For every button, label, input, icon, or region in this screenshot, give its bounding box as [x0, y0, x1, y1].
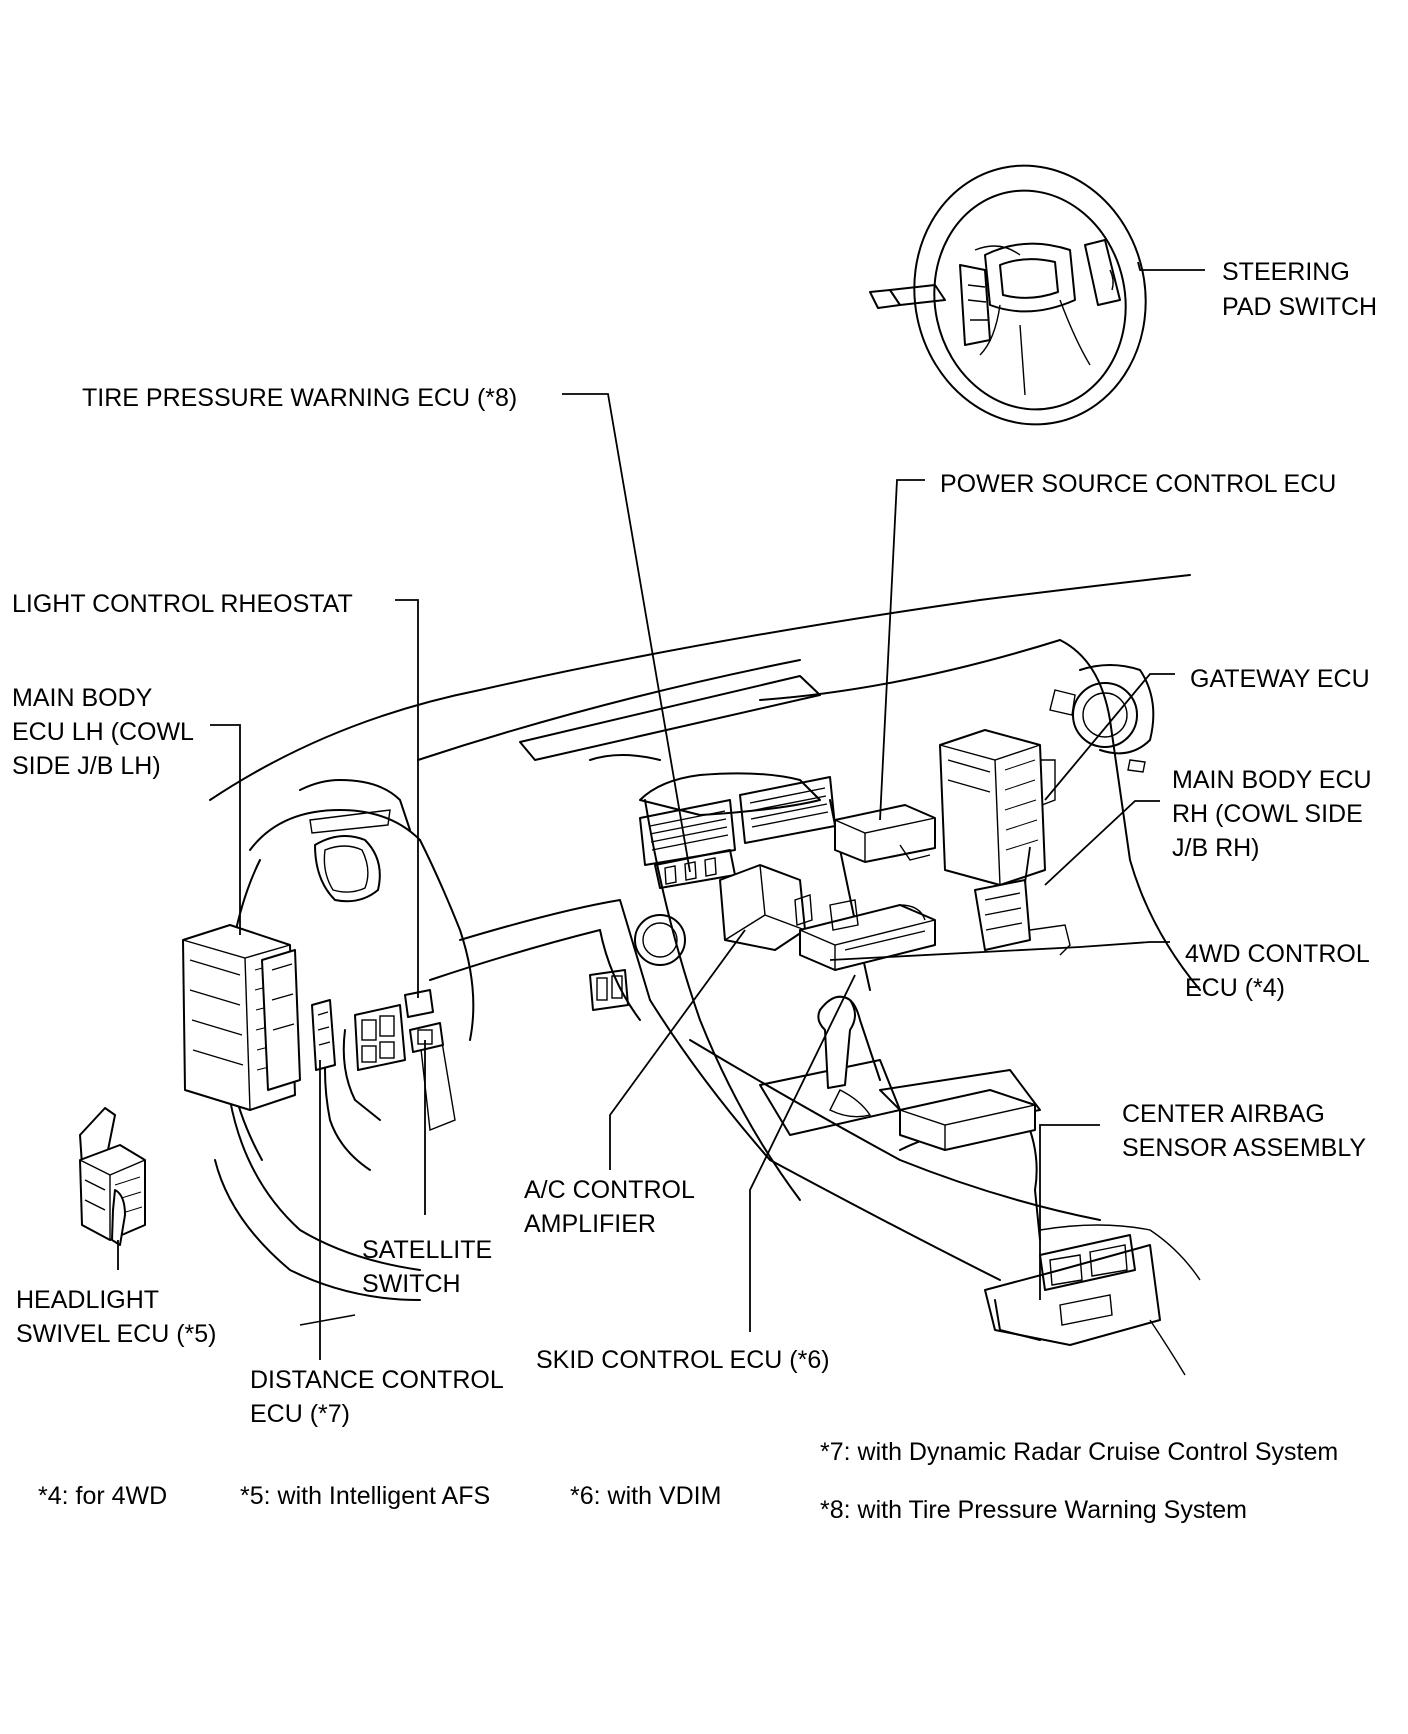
power-source-control-ecu-label: POWER SOURCE CONTROL ECU: [940, 470, 1336, 498]
tire-pressure-warning-ecu-label: TIRE PRESSURE WARNING ECU (*8): [82, 384, 517, 412]
main-body-ecu-rh-label: MAIN BODY ECU RH (COWL SIDE J/B RH): [1172, 766, 1379, 862]
distance-control-ecu-drawing: [311, 999, 336, 1071]
main-body-ecu-lh-drawing: [182, 924, 301, 1111]
4wd-control-ecu-label: 4WD CONTROL ECU (*4): [1185, 940, 1376, 1002]
satellite-switch-drawing: [404, 989, 444, 1053]
switch-panel-drawing: [309, 809, 629, 1071]
footnote-8: *8: with Tire Pressure Warning System: [820, 1496, 1247, 1524]
skid-control-ecu-label: SKID CONTROL ECU (*6): [536, 1346, 830, 1374]
center-airbag-sensor-label: CENTER AIRBAG SENSOR ASSEMBLY: [1122, 1100, 1366, 1162]
gear-shift-drawing: [817, 995, 872, 1118]
dashboard-drawing: [209, 574, 1201, 1326]
main-body-ecu-lh-label: MAIN BODY ECU LH (COWL SIDE J/B LH): [12, 684, 200, 780]
gateway-ecu-label: GATEWAY ECU: [1190, 665, 1370, 693]
footnotes: *7: with Dynamic Radar Cruise Control Sy…: [38, 1438, 1338, 1524]
steering-wheel-drawing: [869, 164, 1147, 426]
center-airbag-drawing: [899, 1089, 1036, 1151]
power-source-ecu-drawing: [834, 804, 936, 863]
component-labels: STEERING PAD SWITCH TIRE PRESSURE WARNIN…: [12, 258, 1379, 1428]
footnote-7: *7: with Dynamic Radar Cruise Control Sy…: [820, 1438, 1338, 1466]
ac-control-amplifier-label: A/C CONTROL AMPLIFIER: [524, 1176, 701, 1238]
headlight-swivel-ecu-drawing: [79, 1107, 146, 1246]
distance-control-ecu-label: DISTANCE CONTROL ECU (*7): [250, 1366, 510, 1428]
footnote-5: *5: with Intelligent AFS: [240, 1482, 490, 1510]
main-body-ecu-rh-drawing: [939, 729, 1071, 956]
leader-lines: [117, 261, 1205, 1360]
footnote-6: *6: with VDIM: [570, 1482, 721, 1510]
light-control-rheostat-label: LIGHT CONTROL RHEOSTAT: [12, 590, 353, 618]
headlight-swivel-ecu-label: HEADLIGHT SWIVEL ECU (*5): [16, 1286, 217, 1348]
skid-control-ecu-drawing: [799, 899, 936, 971]
satellite-switch-label: SATELLITE SWITCH: [362, 1236, 499, 1298]
steering-pad-switch-label: STEERING PAD SWITCH: [1222, 258, 1377, 321]
footnote-4: *4: for 4WD: [38, 1482, 167, 1510]
